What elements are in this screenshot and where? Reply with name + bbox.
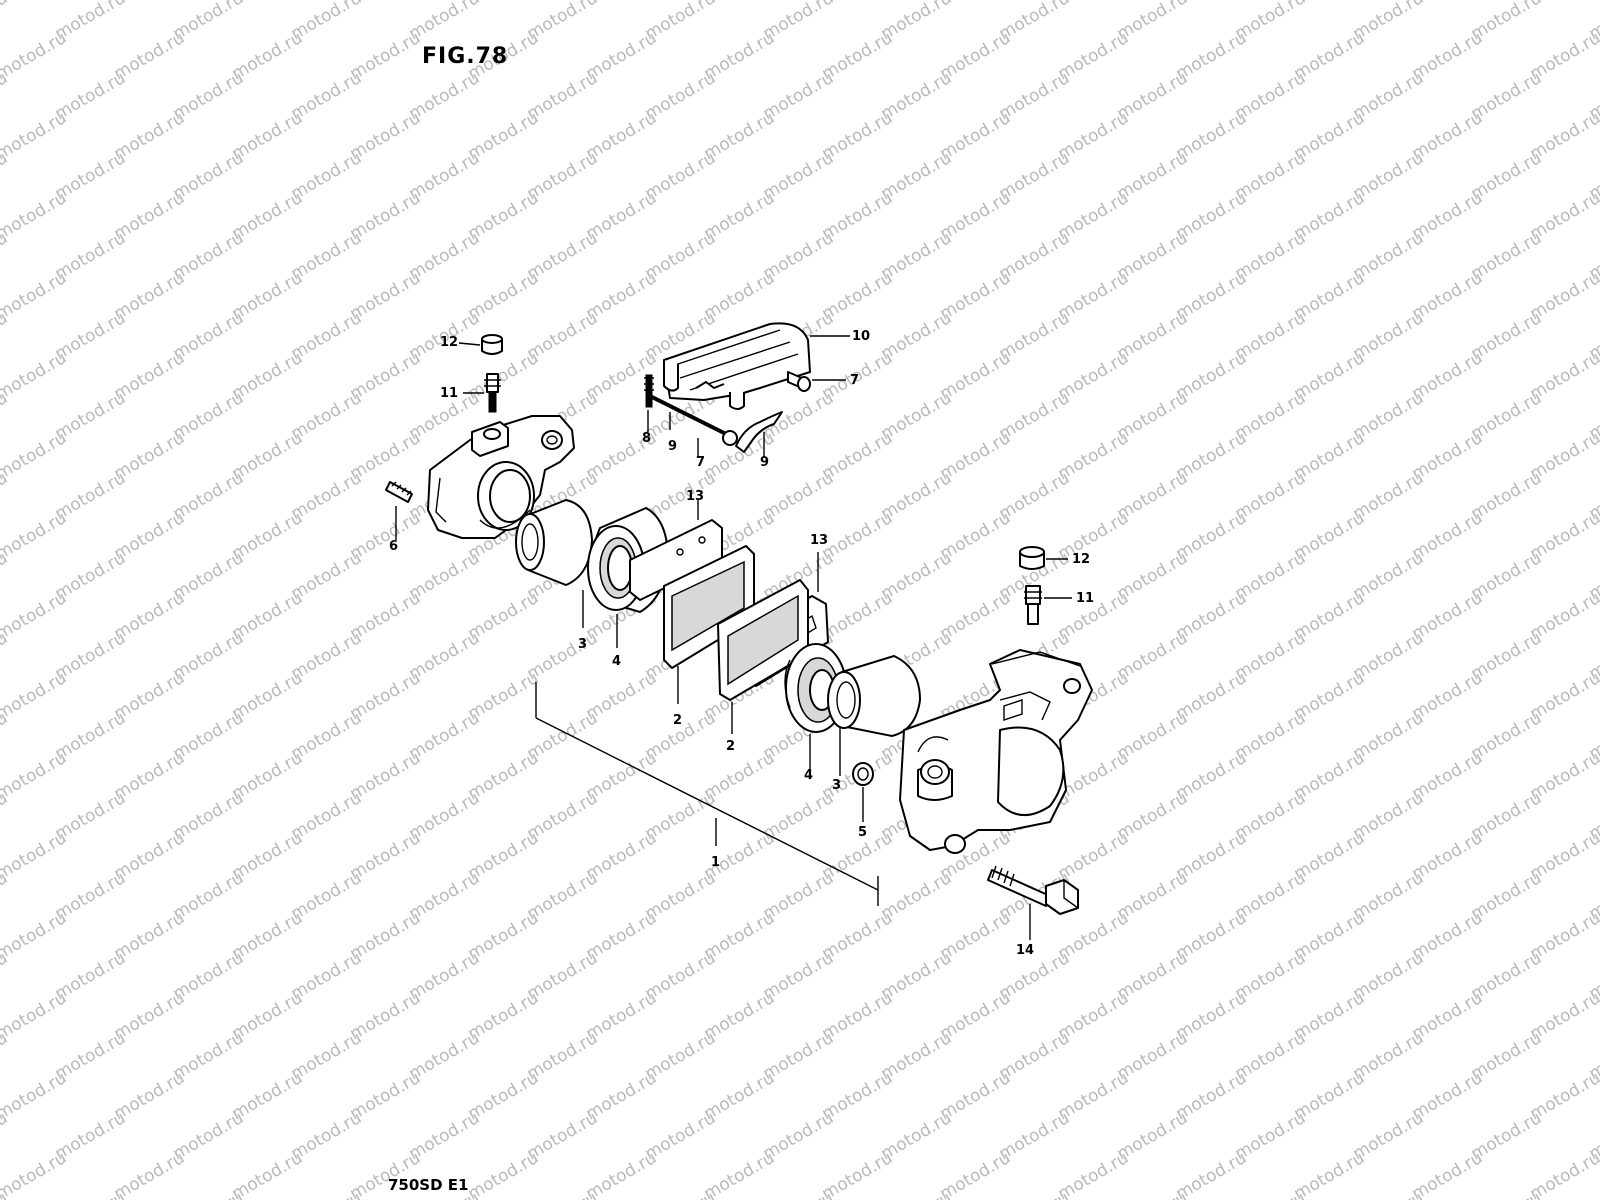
part-3-piston-right [827, 655, 921, 737]
part-3-piston-left [515, 499, 593, 586]
part-9-clip-right [735, 411, 783, 453]
callout-7-mid: 7 [696, 455, 706, 470]
callout-10: 10 [852, 329, 871, 344]
callout-13-left: 13 [686, 489, 705, 504]
callout-5: 5 [858, 825, 868, 840]
callout-9-right: 9 [760, 455, 770, 470]
callout-6: 6 [389, 539, 399, 554]
callout-11-left: 11 [440, 386, 459, 401]
part-2-pad-left [663, 545, 755, 669]
callout-14: 14 [1016, 943, 1035, 958]
assembly-bracket-1 [535, 682, 879, 906]
callout-9-left: 9 [668, 439, 678, 454]
callout-1: 1 [711, 855, 721, 870]
part-8-pin [644, 374, 654, 408]
callout-7-right: 7 [850, 373, 860, 388]
caliper-half-right [899, 649, 1093, 854]
part-6-spring [385, 481, 413, 503]
callout-4-right: 4 [804, 768, 814, 783]
callout-12-left: 12 [440, 335, 459, 350]
callout-11-right: 11 [1076, 591, 1095, 606]
part-11-bleeder-right [1024, 585, 1042, 625]
figure-title: FIG.78 [422, 44, 509, 69]
callout-3-right: 3 [832, 778, 842, 793]
footer-model-code: 750SD E1 [388, 1176, 469, 1194]
callout-2-left: 2 [673, 713, 683, 728]
callout-4-left: 4 [612, 654, 622, 669]
part-7-screw-right [787, 371, 811, 392]
part-5-o-ring [852, 762, 874, 786]
part-12-cap-right [1019, 546, 1045, 570]
part-12-cap-left [481, 334, 503, 355]
callout-3-left: 3 [578, 637, 588, 652]
callout-2-right: 2 [726, 739, 736, 754]
callout-13-right: 13 [810, 533, 829, 548]
caliper-half-left [427, 415, 575, 539]
part-11-bleeder-left [484, 373, 501, 413]
part-14-bolt [987, 865, 1079, 915]
callout-8: 8 [642, 431, 652, 446]
part-7-pad-pin [649, 381, 738, 446]
callout-12-right: 12 [1072, 552, 1091, 567]
part-10-pad-cover [663, 322, 811, 410]
